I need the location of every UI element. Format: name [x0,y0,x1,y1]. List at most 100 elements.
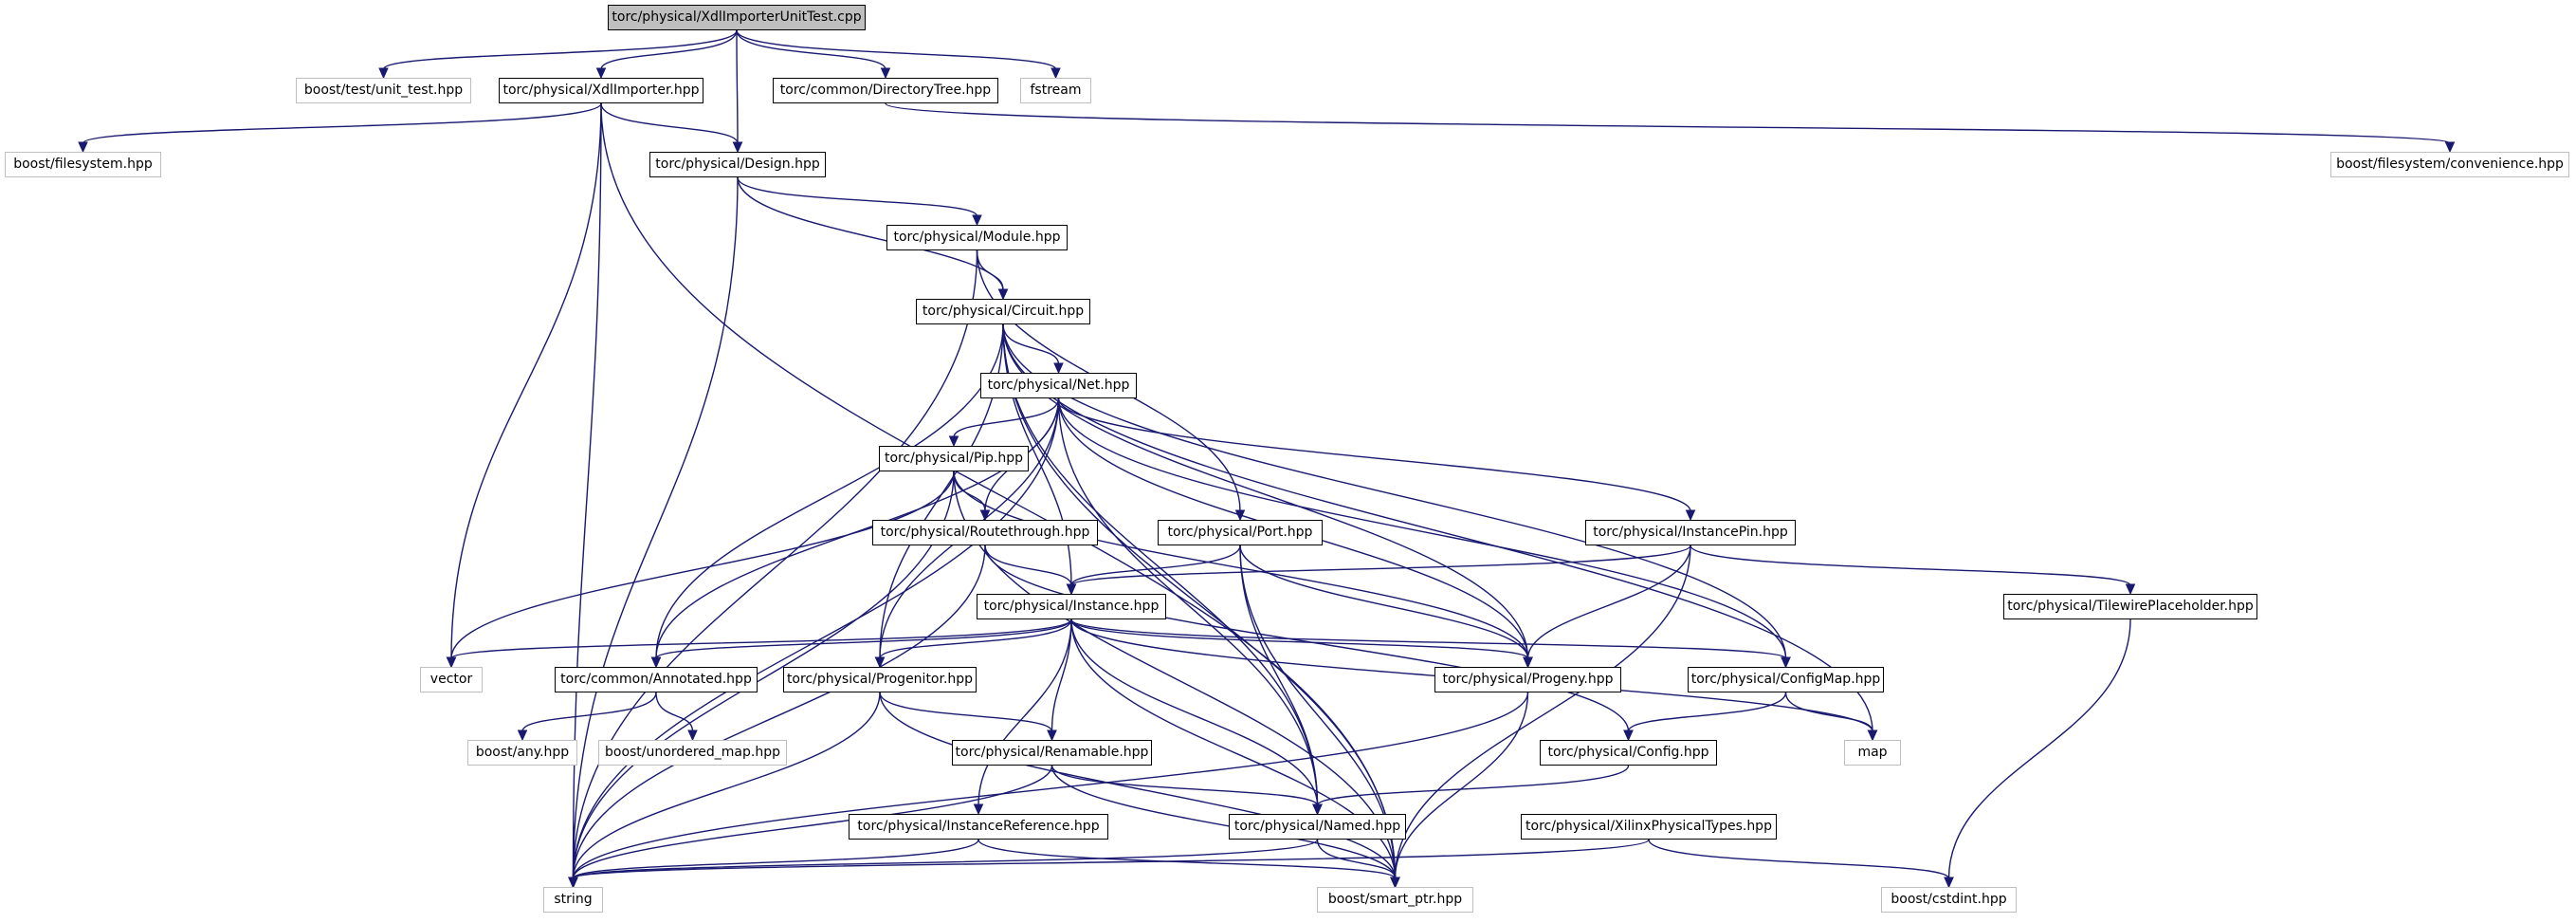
edge-circuit-to-net [1002,323,1060,365]
edge-root-to-unit_test [382,29,738,70]
arrowhead [972,214,982,227]
edge-module-to-string [572,249,978,879]
edge-instance-to-annotated [655,618,1072,659]
arrowhead [1053,362,1064,375]
node-smartptr: boost/smart_ptr.hpp [1317,887,1473,913]
arrowhead [1867,729,1878,742]
node-unit-test: boost/test/unit_test.hpp [296,78,471,103]
arrowhead [1523,656,1533,669]
arrowhead [948,435,959,448]
edge-renamable-to-smartptr [1050,765,1397,879]
node-vector: vector [420,667,483,692]
node-progenitor[interactable]: torc/physical/Progenitor.hpp [783,667,977,692]
edge-root-to-fstream [736,29,1057,70]
edge-port-to-named [1239,545,1319,806]
node-bfs: boost/filesystem.hpp [5,152,161,177]
edge-instpin-to-tileph [1690,545,2131,586]
arrowhead [1623,729,1634,742]
arrowhead [880,67,891,80]
edge-port-to-instance [1070,545,1241,586]
edge-routethrough-to-instance [984,545,1072,586]
arrowhead [650,656,662,669]
edge-pip-to-vector [450,471,955,659]
arrowhead [973,803,984,816]
edge-annotated-to-unordmap [655,692,694,732]
edge-named-to-smartptr [1316,839,1397,879]
node-progeny[interactable]: torc/physical/Progeny.hpp [1434,667,1621,692]
edge-design-to-module [737,176,978,217]
node-net[interactable]: torc/physical/Net.hpp [980,373,1137,398]
edge-progeny-to-string [572,692,1529,879]
node-routethrough[interactable]: torc/physical/Routethrough.hpp [872,520,1098,545]
node-renamable[interactable]: torc/physical/Renamable.hpp [952,740,1152,766]
edge-configmap-to-map [1784,692,1873,732]
edge-root-to-xdlimp [600,29,738,70]
arrowhead [568,877,578,889]
edge-xdlimp-to-bfs [82,102,602,144]
node-xdlimp[interactable]: torc/physical/XdlImporter.hpp [499,78,703,103]
edge-net-to-instpin [1057,397,1691,512]
node-module[interactable]: torc/physical/Module.hpp [886,225,1068,250]
node-xilinxtypes[interactable]: torc/physical/XilinxPhysicalTypes.hpp [1521,814,1777,840]
edge-design-to-string [572,176,739,879]
node-string: string [543,887,603,913]
edge-routethrough-to-config [984,545,1630,732]
arrowhead [1944,877,1954,889]
edge-instance-to-progeny [1070,618,1529,659]
edge-progenitor-to-string [572,692,881,879]
edge-instpin-to-instance [1070,545,1691,586]
node-instref[interactable]: torc/physical/InstanceReference.hpp [849,814,1108,840]
node-circuit[interactable]: torc/physical/Circuit.hpp [916,299,1090,324]
edge-tileph-to-cstdint [1947,618,2131,879]
node-fstream: fstream [1020,78,1091,103]
arrowhead [1047,729,1057,742]
node-design[interactable]: torc/physical/Design.hpp [649,152,826,177]
arrowhead [979,509,991,522]
edge-progenitor-to-smartptr [879,692,1397,879]
node-cstdint: boost/cstdint.hpp [1881,887,2017,913]
edge-instref-to-string [572,839,979,879]
arrowhead [732,141,743,154]
node-root: torc/physical/XdlImporterUnitTest.cpp [608,5,866,30]
node-configmap[interactable]: torc/physical/ConfigMap.hpp [1688,667,1884,692]
edge-instpin-to-progeny [1526,545,1691,659]
edge-circuit-to-smartptr [1002,323,1397,879]
edge-circuit-to-annotated [655,323,1004,659]
edge-net-to-configmap [1057,397,1787,659]
node-port[interactable]: torc/physical/Port.hpp [1158,520,1323,545]
node-dirtree[interactable]: torc/common/DirectoryTree.hpp [773,78,998,103]
node-annotated[interactable]: torc/common/Annotated.hpp [555,667,758,692]
edge-progeny-to-smartptr [1394,692,1529,879]
edge-instance-to-named [1070,618,1319,806]
node-bfsconv: boost/filesystem/convenience.hpp [2330,152,2569,177]
arrowhead [997,288,1009,301]
node-boostany: boost/any.hpp [467,740,577,766]
node-pip[interactable]: torc/physical/Pip.hpp [879,446,1029,471]
arrowhead [595,67,607,80]
edge-instref-to-smartptr [977,839,1397,879]
edge-circuit-to-map [1002,323,1873,732]
node-instpin[interactable]: torc/physical/InstancePin.hpp [1585,520,1796,545]
edge-renamable-to-named [1050,765,1319,806]
edge-progenitor-to-renamable [879,692,1053,732]
edge-instance-to-renamable [1050,618,1072,732]
edge-named-to-string [572,839,1319,879]
arrowhead [1050,67,1061,80]
edge-xilinxtypes-to-cstdint [1648,839,1950,879]
edge-instance-to-vector [450,618,1072,659]
edge-xdlimp-to-design [600,102,739,144]
edge-configmap-to-config [1627,692,1787,732]
node-named[interactable]: torc/physical/Named.hpp [1229,814,1406,840]
node-config[interactable]: torc/physical/Config.hpp [1540,740,1717,766]
node-instance[interactable]: torc/physical/Instance.hpp [977,594,1166,619]
edge-net-to-string [572,397,1060,879]
edge-port-to-progeny [1239,545,1529,659]
edge-root-to-design [736,29,739,144]
edge-routethrough-to-string [572,545,986,879]
node-unordmap: boost/unordered_map.hpp [598,740,787,766]
arrowhead [1685,509,1696,522]
arrowhead [517,729,528,742]
node-tileph[interactable]: torc/physical/TilewirePlaceholder.hpp [2003,594,2257,619]
arrowhead [446,656,457,669]
